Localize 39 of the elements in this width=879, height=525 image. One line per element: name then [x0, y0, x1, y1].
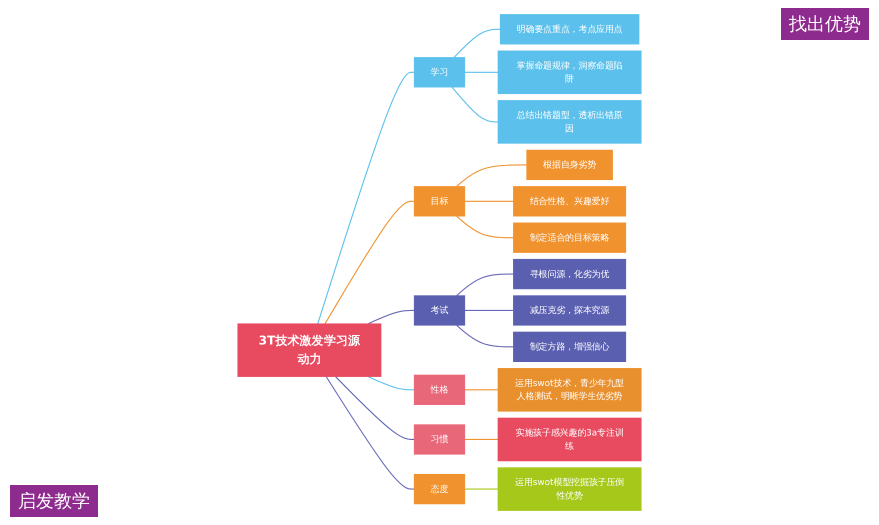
node-box: 明确要点重点，考点应用点 — [500, 14, 640, 44]
connector — [317, 72, 414, 324]
node-box: 掌握命题规律，洞察命题陷阱 — [498, 50, 642, 94]
connector — [464, 488, 498, 490]
node-box: 寻根问源，化劣为优 — [513, 258, 626, 290]
node-box: 总结出错题型，透析出错原因 — [498, 100, 642, 144]
connector — [456, 274, 514, 296]
connector — [464, 310, 514, 312]
connector — [324, 200, 414, 324]
node-box: 减压克劣，探本究源 — [513, 295, 626, 326]
connector — [452, 86, 498, 122]
connector — [335, 376, 414, 440]
connector — [368, 310, 414, 324]
node-box: 3T技术激发学习源动力 — [237, 323, 382, 377]
node-box: 结合性格、兴趣爱好 — [513, 186, 626, 216]
connector — [464, 438, 498, 440]
node-box: 制定适合的目标策略 — [513, 222, 626, 253]
connector — [464, 72, 498, 73]
node-box: 态度 — [414, 474, 466, 504]
connector — [456, 164, 527, 187]
node-box: 目标 — [414, 186, 466, 216]
connector — [326, 376, 414, 490]
node-box: 性格 — [414, 374, 466, 406]
node-box: 运用swot模型挖掘孩子压倒性优势 — [498, 467, 642, 511]
node-box: 实施孩子感兴趣的3a专注训练 — [498, 418, 642, 462]
connector — [456, 324, 514, 348]
connector — [454, 28, 500, 58]
tag-label: 启发教学 — [10, 485, 98, 517]
connector — [368, 376, 414, 390]
node-box: 考试 — [414, 295, 466, 326]
node-box: 运用swot技术，青少年九型人格测试，明晰学生优劣势 — [498, 368, 642, 412]
node-box: 学习 — [414, 57, 466, 88]
node-box: 制定方路，增强信心 — [513, 332, 626, 362]
node-box: 习惯 — [414, 424, 466, 455]
connector — [464, 200, 514, 202]
tag-label: 找出优势 — [781, 8, 869, 40]
connector — [464, 389, 498, 390]
connector — [456, 216, 514, 238]
node-box: 根据自身劣势 — [526, 150, 613, 180]
